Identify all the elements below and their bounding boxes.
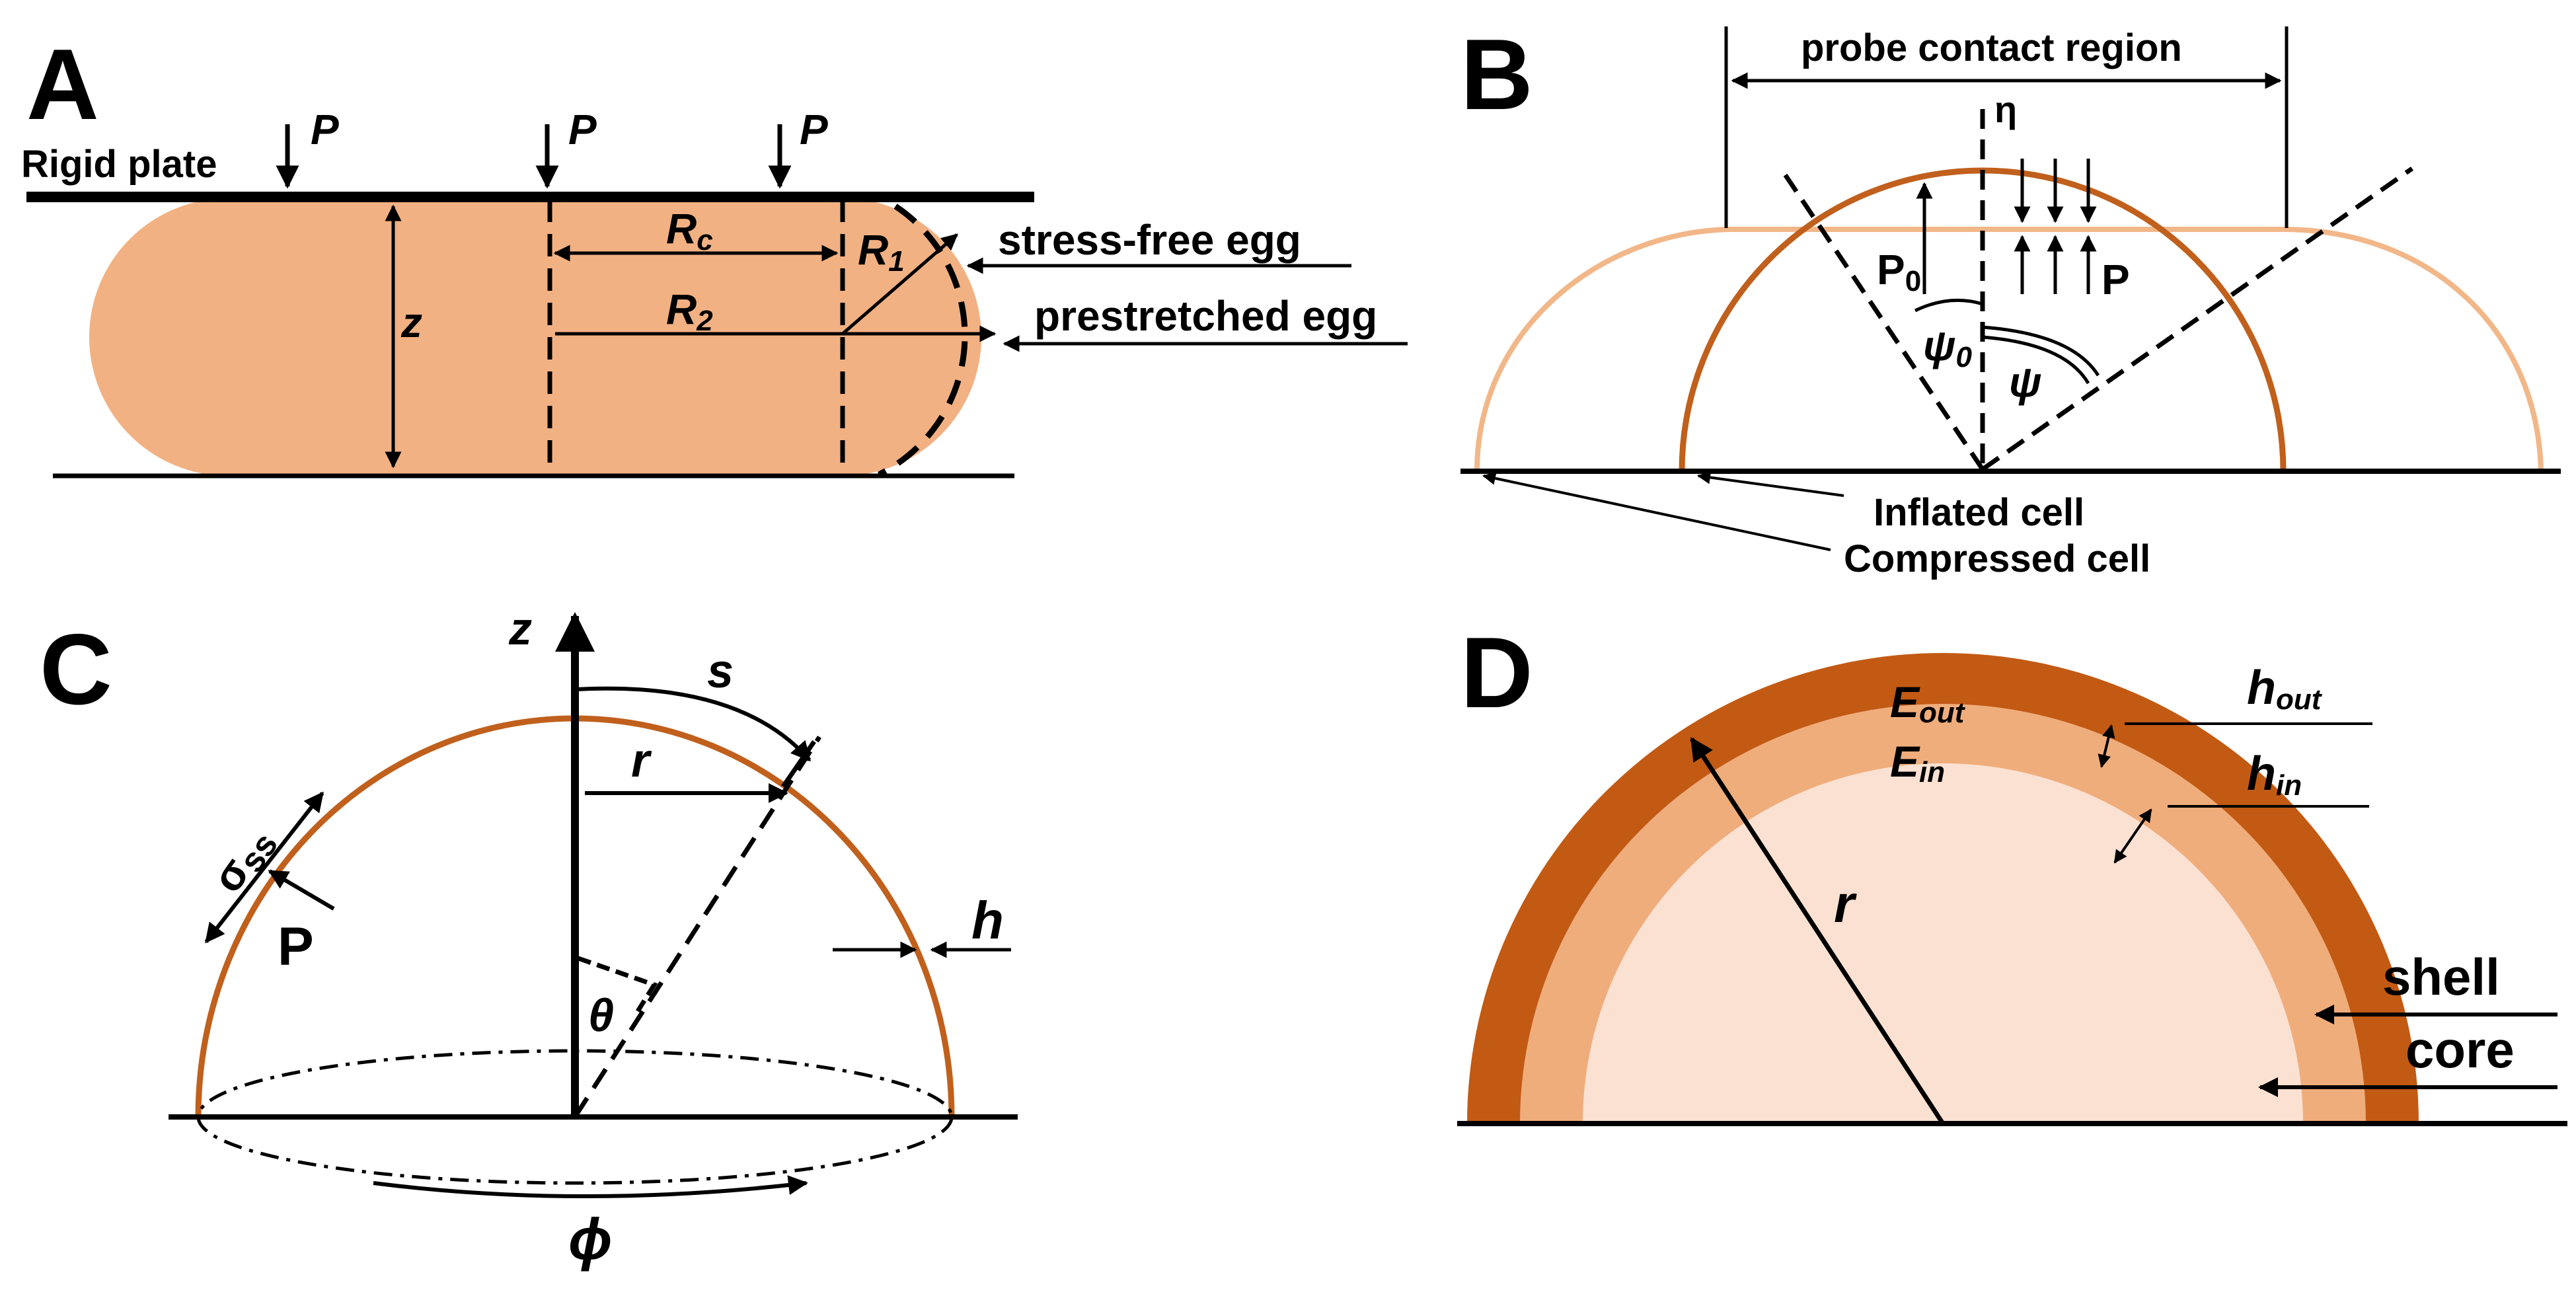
- h-in-arrow: [2113, 808, 2152, 864]
- phi-label: ϕ: [568, 1206, 613, 1272]
- panel-b-letter: B: [1460, 19, 1533, 131]
- prestretched-label: prestretched egg: [1034, 292, 1377, 340]
- h-out-arrow: [2098, 724, 2115, 768]
- rc-label: Rc: [666, 205, 713, 256]
- r1-label: R1: [858, 226, 905, 278]
- panel-a-letter: A: [26, 28, 99, 141]
- panel-c: C z s r θ σss P h ϕ: [40, 603, 1018, 1272]
- rigid-plate-label: Rigid plate: [21, 143, 217, 186]
- h-in-label: hin: [2247, 747, 2302, 802]
- eta-label: η: [1994, 89, 2017, 130]
- prestretched-egg-outline: [877, 204, 968, 478]
- panel-c-letter: C: [40, 613, 112, 726]
- psi-arc-inner: [1982, 325, 2100, 377]
- inflated-label: Inflated cell: [1874, 491, 2084, 534]
- compressed-label: Compressed cell: [1844, 537, 2150, 580]
- theta-marker: [577, 956, 658, 1013]
- radius-arrow: [1690, 737, 1945, 1125]
- force-label-1: P: [311, 106, 339, 153]
- azimuth-arrow: [373, 1175, 808, 1198]
- pressure-label: P: [278, 917, 314, 977]
- p-label: P: [2102, 256, 2130, 303]
- arc-length-arrow: [576, 686, 812, 762]
- panel-d-letter: D: [1460, 617, 1533, 729]
- psi-label: ψ: [2009, 358, 2041, 406]
- psi-arc: [1982, 335, 2090, 385]
- theta-label: θ: [588, 989, 614, 1041]
- force-label-2: P: [568, 106, 597, 153]
- stress-arrow: [204, 791, 324, 944]
- azimuth-ellipse: [196, 1049, 954, 1185]
- panel-d: D r Eout Ein hout hin shell core: [1457, 617, 2567, 1126]
- r-label: r: [1834, 874, 1857, 933]
- compressed-pointer: [1482, 471, 1831, 551]
- probe-contact-label: probe contact region: [1801, 26, 2182, 69]
- compressed-egg-shape: [89, 198, 981, 476]
- panel-a: A P P P Rigid plate z Rc R2 R1 stre: [21, 28, 1408, 479]
- compressed-cell-outline: [1474, 227, 2544, 472]
- h-label: h: [971, 891, 1004, 950]
- panel-b: B probe contact region η P0 P ψ0: [1460, 19, 2561, 580]
- psi0-ray: [1779, 167, 1985, 471]
- s-label: s: [707, 645, 734, 698]
- force-label-3: P: [800, 106, 828, 153]
- e-in-label: Ein: [1890, 737, 1945, 788]
- shell-label: shell: [2382, 948, 2500, 1006]
- radial-line: [573, 736, 821, 1118]
- e-out-label: Eout: [1890, 677, 1966, 729]
- r-label: r: [631, 734, 652, 787]
- pressure-arrow: [268, 869, 335, 911]
- height-label: z: [400, 299, 422, 346]
- z-label: z: [508, 603, 532, 654]
- r1-line: [841, 233, 958, 335]
- stress-free-label: stress-free egg: [998, 216, 1301, 264]
- psi-ray: [1981, 167, 2414, 471]
- h-out-label: hout: [2247, 662, 2323, 716]
- core-label: core: [2406, 1020, 2515, 1079]
- p0-label: P0: [1877, 246, 1921, 297]
- sigma-label: σss: [202, 817, 285, 903]
- psi0-label: ψ0: [1923, 322, 1972, 373]
- psi0-arc: [1914, 298, 1983, 313]
- inflated-pointer: [1697, 471, 1844, 497]
- r2-label: R2: [666, 286, 713, 337]
